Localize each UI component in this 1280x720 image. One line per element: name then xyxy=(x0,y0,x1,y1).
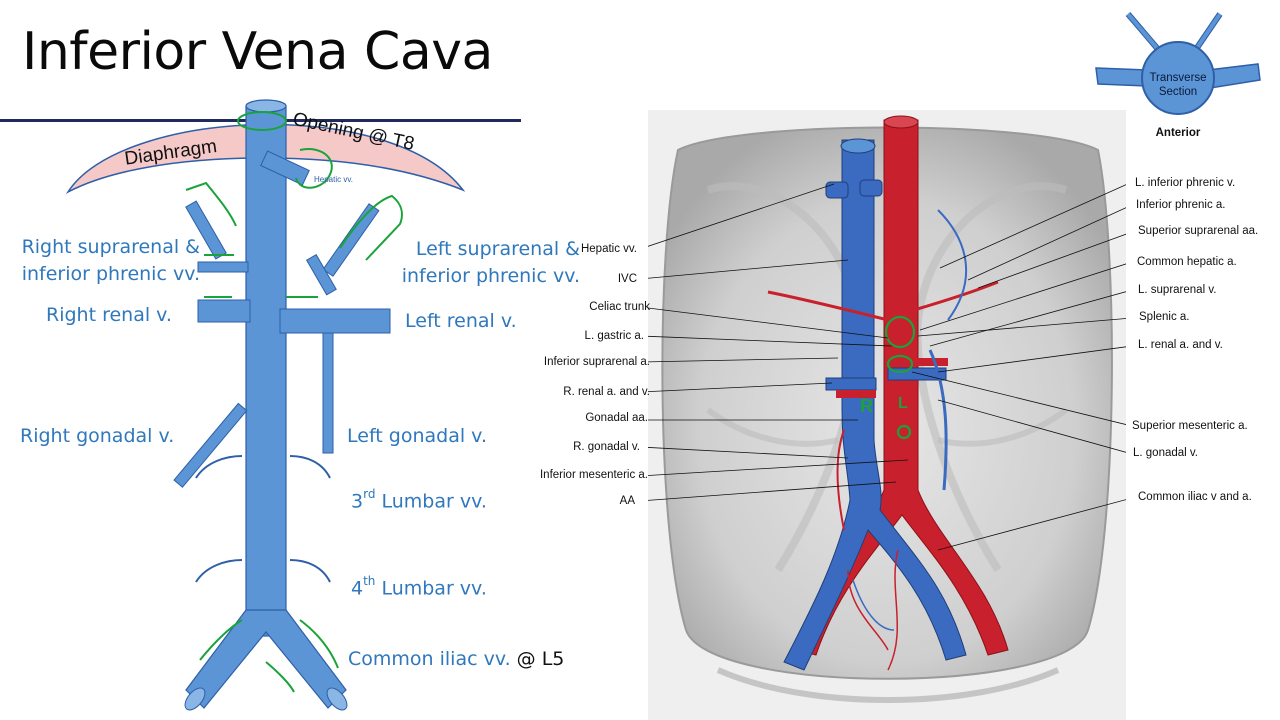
callout-aa: AA xyxy=(619,495,635,507)
callout-ivc: IVC xyxy=(617,273,637,285)
left-renal-label: Left renal v. xyxy=(405,310,517,332)
left-suprarenal-line1: Left suprarenal & xyxy=(415,238,580,260)
annotation-iliac-left xyxy=(199,619,243,661)
right-gonadal-vein xyxy=(173,402,248,488)
annotation-circle-top xyxy=(237,111,287,131)
annotation-hepatic-loop xyxy=(295,148,333,189)
annotation-left-bracket xyxy=(339,194,403,261)
callout-r-renal: R. renal a. and v. xyxy=(563,386,650,398)
callout-celiac-trunk: Celiac trunk xyxy=(589,301,650,313)
common-iliac-veins xyxy=(185,609,347,709)
lumbar-arc-3-right xyxy=(289,455,331,479)
callout-superior-mesenteric: Superior mesenteric a. xyxy=(1132,420,1248,432)
right-suprarenal-line2: inferior phrenic vv. xyxy=(21,263,200,285)
ivc-main-trunk xyxy=(245,105,287,637)
right-suprarenal-branch xyxy=(197,261,249,273)
lumbar-arc-4-left xyxy=(195,559,243,583)
posterior-abdominal-wall-illustration: R L xyxy=(648,110,1126,720)
left-gonadal-label: Left gonadal v. xyxy=(347,425,487,447)
left-phrenic-branch xyxy=(322,203,380,277)
annotation-right-bracket xyxy=(185,181,237,227)
lumbar-4-text: Lumbar vv. xyxy=(375,577,487,600)
callout-l-gastric: L. gastric a. xyxy=(584,330,644,342)
ivc-vessel xyxy=(783,139,967,671)
icon-line-1: Transverse xyxy=(1149,72,1206,84)
callout-superior-suprarenal: Superior suprarenal aa. xyxy=(1138,225,1259,237)
hepatic-vein-stub xyxy=(260,150,310,186)
page-title: Inferior Vena Cava xyxy=(22,22,493,82)
right-suprarenal-label: Right suprarenal & inferior phrenic vv. xyxy=(6,234,200,288)
callout-hepatic-vv: Hepatic vv. xyxy=(580,243,637,255)
callout-splenic: Splenic a. xyxy=(1139,311,1190,323)
right-suprarenal-line1: Right suprarenal & xyxy=(21,236,200,258)
ivc-top-opening xyxy=(245,99,287,113)
lumbar-3-text: Lumbar vv. xyxy=(375,490,487,513)
common-iliac-label: Common iliac vv. @ L5 xyxy=(348,646,564,673)
left-suprarenal-branch xyxy=(305,253,337,296)
callout-common-iliac: Common iliac v and a. xyxy=(1138,491,1252,503)
right-iliac-end xyxy=(326,687,348,711)
annotation-ima-circle xyxy=(896,424,912,440)
annotation-celiac-circle xyxy=(884,315,916,349)
callout-r-gonadal: R. gonadal v. xyxy=(573,441,640,453)
lumbar-3-suffix: rd xyxy=(363,487,376,501)
callout-l-suprarenal-v: L. suprarenal v. xyxy=(1138,284,1217,296)
right-renal-vein xyxy=(197,299,251,323)
hepatic-small-label: Hepatic vv. xyxy=(314,175,353,184)
callout-common-hepatic: Common hepatic a. xyxy=(1137,256,1237,268)
lumbar-arc-4-right xyxy=(289,559,331,583)
lumbar-4-label: 4th Lumbar vv. xyxy=(351,570,487,602)
annotation-r-mark: R xyxy=(860,396,873,416)
transverse-section-icon: Transverse Section Anterior xyxy=(1095,12,1261,139)
lumbar-4-number: 4 xyxy=(351,577,364,600)
left-gonadal-vein xyxy=(322,332,334,454)
annotation-l-mark: L xyxy=(898,395,908,412)
lumbar-3-number: 3 xyxy=(351,490,364,513)
icon-caption: Anterior xyxy=(1156,127,1201,139)
callout-inferior-suprarenal: Inferior suprarenal a. xyxy=(543,356,650,368)
annotation-iliac-lower xyxy=(265,661,295,693)
left-suprarenal-line2: inferior phrenic vv. xyxy=(401,265,580,287)
common-iliac-text: Common iliac vv. xyxy=(348,648,511,670)
callout-l-renal: L. renal a. and v. xyxy=(1138,339,1223,351)
callout-l-inferior-phrenic-v: L. inferior phrenic v. xyxy=(1135,177,1236,189)
lumbar-4-suffix: th xyxy=(363,574,376,588)
ivc-schematic: Diaphragm Opening @ T8 Hepatic vv. xyxy=(65,99,466,711)
callout-l-gonadal: L. gonadal v. xyxy=(1133,447,1199,459)
diaphragm-shape xyxy=(65,123,466,194)
left-iliac-end xyxy=(184,687,206,711)
icon-line-2: Section xyxy=(1159,86,1197,98)
common-iliac-level-note: @ L5 xyxy=(510,648,565,670)
callout-inferior-phrenic-a: Inferior phrenic a. xyxy=(1136,199,1226,211)
callout-inferior-mesenteric: Inferior mesenteric a. xyxy=(539,469,648,481)
left-renal-vein xyxy=(279,308,391,334)
annotation-iliac-right xyxy=(299,619,339,669)
callout-gonadal-aa: Gonadal aa. xyxy=(585,412,648,424)
annotation-sma-circle xyxy=(886,354,914,374)
right-renal-label: Right renal v. xyxy=(46,304,172,326)
lumbar-3-label: 3rd Lumbar vv. xyxy=(351,483,487,515)
lumbar-arc-3-left xyxy=(195,455,243,479)
left-suprarenal-label: Left suprarenal & inferior phrenic vv. xyxy=(390,236,580,290)
right-gonadal-label: Right gonadal v. xyxy=(20,425,175,447)
